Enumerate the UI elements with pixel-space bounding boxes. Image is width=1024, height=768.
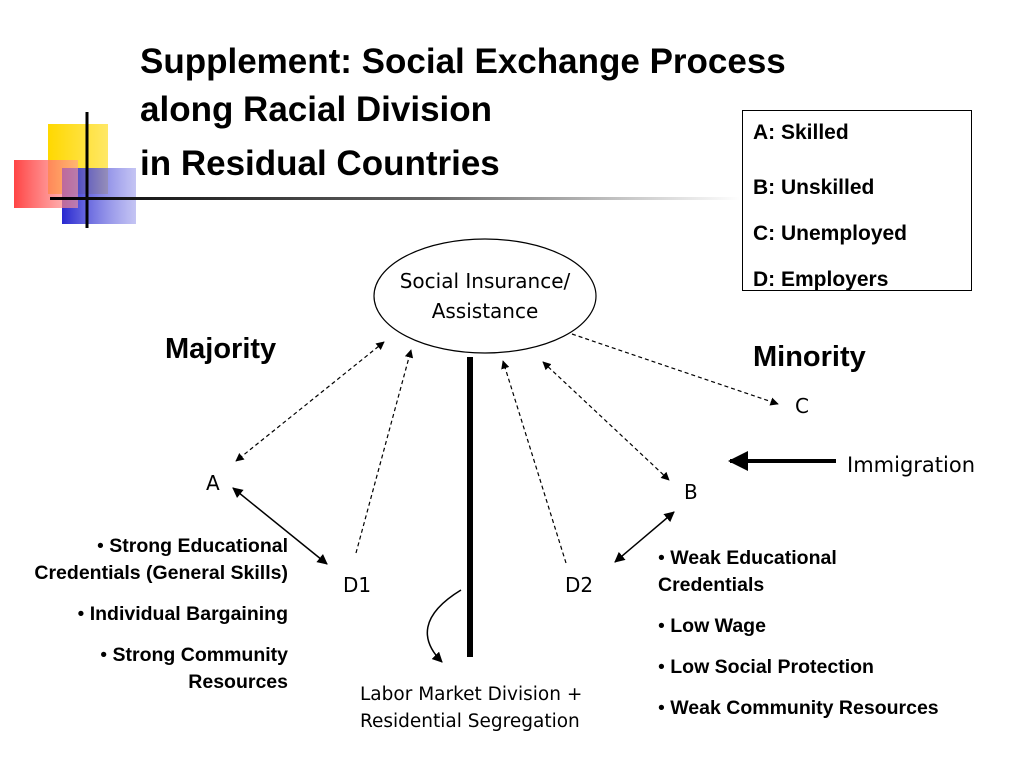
majority-traits-list: • Strong Educational Credentials (Genera… <box>8 533 288 710</box>
caption-line-1: Labor Market Division + <box>360 684 583 705</box>
bullet-marker: • <box>77 603 85 625</box>
legend-item-b: B: Unskilled <box>753 176 875 199</box>
labor-market-caption: Labor Market Division + Residential Segr… <box>360 681 660 735</box>
arrow-a-to-d1 <box>232 487 328 565</box>
majority-trait-text: Individual Bargaining <box>89 603 288 625</box>
minority-trait-text: Low Wage <box>670 615 766 637</box>
minority-trait-text: Weak Educational Credentials <box>658 547 837 596</box>
legend-item-d: D: Employers <box>753 268 889 291</box>
social-insurance-ellipse <box>373 238 597 354</box>
minority-traits-list: • Weak Educational Credentials • Low Wag… <box>658 545 1018 736</box>
social-insurance-label-line1: Social Insurance/ <box>399 269 571 293</box>
arrow-ellipse-to-b <box>542 361 670 481</box>
node-d1-label: D1 <box>343 573 372 597</box>
majority-trait-item: • Individual Bargaining <box>8 601 288 628</box>
minority-trait-text: Weak Community Resources <box>670 697 939 719</box>
legend-item-a: A: Skilled <box>753 121 849 144</box>
arrow-ellipse-to-a <box>235 341 385 462</box>
bullet-marker: • <box>96 535 104 557</box>
minority-trait-item: • Low Social Protection <box>658 654 1018 681</box>
title-line-3: in Residual Countries <box>140 144 500 183</box>
social-insurance-label: Social Insurance/ Assistance <box>378 266 592 326</box>
node-a-label: A <box>206 471 220 495</box>
legend-box: A: Skilled B: Unskilled C: Unemployed D:… <box>742 110 972 291</box>
decorative-squares-svg <box>14 112 136 228</box>
decorative-corner-graphic <box>0 0 150 240</box>
minority-label: Minority <box>753 341 866 373</box>
majority-trait-text: Strong Educational Credentials (General … <box>34 535 288 584</box>
arrow-d1-to-ellipse <box>355 349 414 554</box>
arrow-d2-to-b <box>614 511 675 563</box>
minority-trait-item: • Low Wage <box>658 613 1018 640</box>
majority-label: Majority <box>165 333 277 365</box>
slide-title: Supplement: Social Exchange Process alon… <box>140 38 940 188</box>
arrow-ellipse-to-c <box>571 333 779 406</box>
caption-line-2: Residential Segregation <box>360 711 580 732</box>
node-c-label: C <box>795 394 809 418</box>
bullet-marker: • <box>658 656 665 678</box>
minority-trait-text: Low Social Protection <box>670 656 874 678</box>
minority-trait-item: • Weak Community Resources <box>658 695 1018 722</box>
legend-item-c: C: Unemployed <box>753 222 908 245</box>
title-line-1: Supplement: Social Exchange Process <box>140 42 786 81</box>
arrow-d2-to-ellipse <box>501 360 567 564</box>
node-b-label: B <box>684 480 698 504</box>
title-underline-rule <box>50 197 740 200</box>
bullet-marker: • <box>658 697 665 719</box>
title-line-2: along Racial Division <box>140 90 493 129</box>
node-d2-label: D2 <box>565 573 594 597</box>
bullet-marker: • <box>100 644 108 666</box>
minority-trait-item: • Weak Educational Credentials <box>658 545 898 599</box>
majority-trait-item: • Strong Educational Credentials (Genera… <box>8 533 288 587</box>
curved-arrow-to-caption <box>426 589 462 663</box>
bullet-marker: • <box>658 547 665 569</box>
social-insurance-label-line2: Assistance <box>431 299 539 323</box>
bullet-marker: • <box>658 615 665 637</box>
majority-trait-text: Strong Community Resources <box>112 644 289 693</box>
majority-trait-item: • Strong Community Resources <box>8 642 288 696</box>
immigration-label: Immigration <box>847 453 975 477</box>
